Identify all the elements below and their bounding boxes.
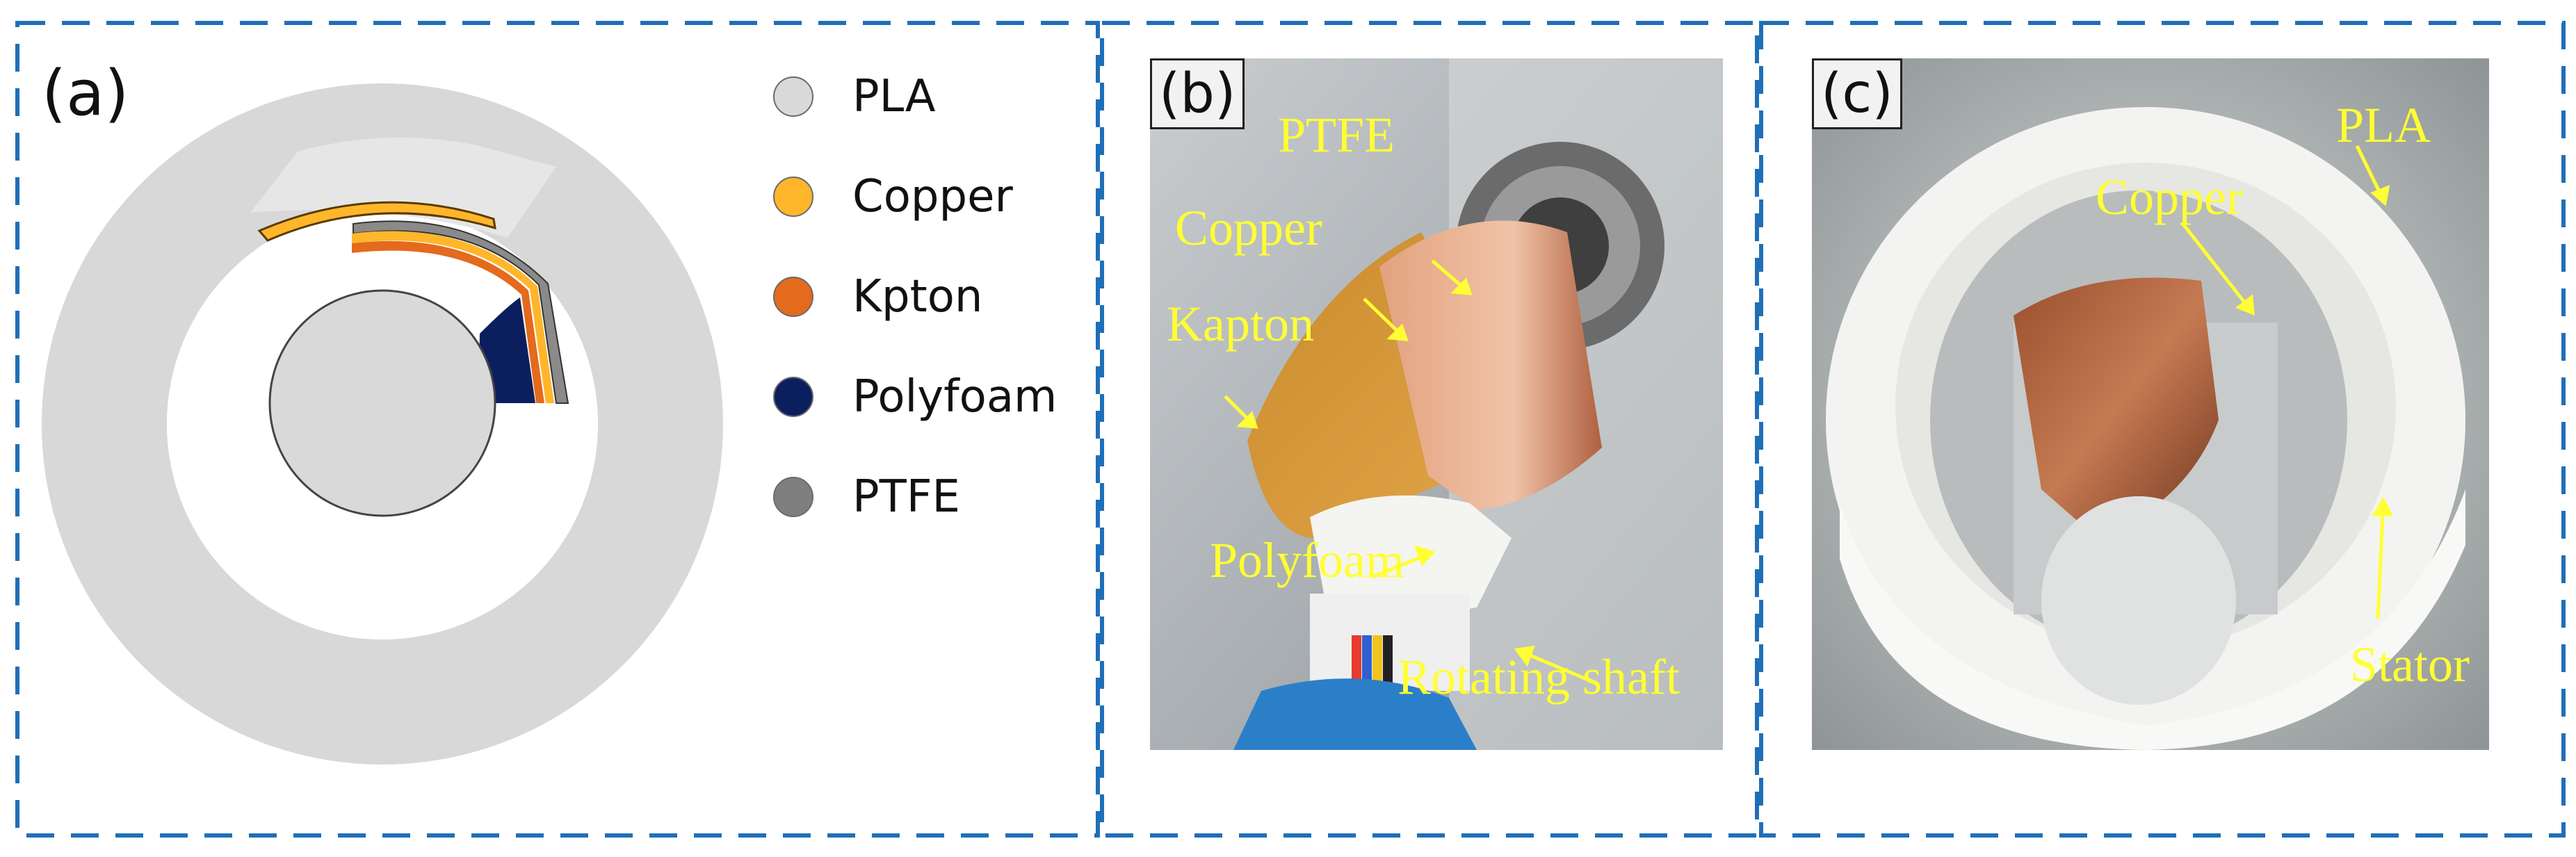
cross-section-diagram	[41, 83, 723, 765]
panel-b-label-kapton: Kapton	[1167, 296, 1314, 352]
photo-c: (c)	[1812, 58, 2489, 750]
legend-swatch-pla	[773, 76, 813, 117]
legend-swatch-polyfoam	[773, 377, 813, 417]
photo-b-scene	[1150, 58, 1723, 750]
panel-b-label-ptfe: PTFE	[1278, 107, 1395, 163]
panel-b-label-copper: Copper	[1175, 200, 1322, 256]
legend-item-pla: PLA	[773, 71, 936, 122]
panel-a-tag: (a)	[42, 57, 129, 130]
legend-label-copper: Copper	[852, 171, 1013, 222]
motor	[1233, 678, 1477, 750]
legend-swatch-copper	[773, 177, 813, 217]
legend-swatch-ptfe	[773, 477, 813, 517]
panel-c-label-stator: Stator	[2350, 637, 2470, 692]
legend-label-kpton: Kpton	[852, 271, 983, 323]
legend-item-copper: Copper	[773, 171, 1013, 222]
legend-label-pla: PLA	[852, 71, 936, 122]
legend-label-ptfe: PTFE	[852, 471, 960, 523]
legend-item-kpton: Kpton	[773, 271, 982, 323]
legend-swatch-kpton	[773, 277, 813, 317]
pla-outer-ring	[41, 83, 723, 765]
copper-strip-stator	[257, 201, 496, 242]
copper-sheet-photo	[2014, 277, 2219, 538]
panel-b-frame	[1100, 21, 1759, 838]
panel-a: (a) PLA Copper Kpton P	[15, 21, 1100, 838]
photo-c-scene	[1812, 58, 2489, 750]
panel-c-label-pla: PLA	[2336, 97, 2431, 153]
legend-label-polyfoam: Polyfoam	[852, 371, 1058, 423]
pla-tab	[250, 137, 556, 238]
rotor-core	[268, 289, 496, 517]
ptfe-layer	[353, 220, 569, 404]
legend-item-polyfoam: Polyfoam	[773, 371, 1057, 423]
panel-c: (c) Copper PLA Stator	[1759, 21, 2566, 838]
rotor-shaft-photo	[2041, 496, 2236, 705]
panel-c-label-copper: Copper	[2096, 170, 2243, 225]
photo-b: (b)	[1150, 58, 1723, 750]
panel-c-frame	[1759, 21, 2566, 838]
legend-item-ptfe: PTFE	[773, 471, 960, 523]
panel-b: (b) PTFE Copper Kapton Polyfoam Rotating…	[1100, 21, 1759, 838]
panel-c-tag: (c)	[1812, 58, 1902, 129]
panel-b-label-shaft: Rotating shaft	[1398, 649, 1680, 705]
panel-b-label-polyfoam: Polyfoam	[1210, 532, 1404, 588]
panel-b-tag: (b)	[1150, 58, 1245, 129]
panel-a-frame	[15, 21, 1100, 838]
